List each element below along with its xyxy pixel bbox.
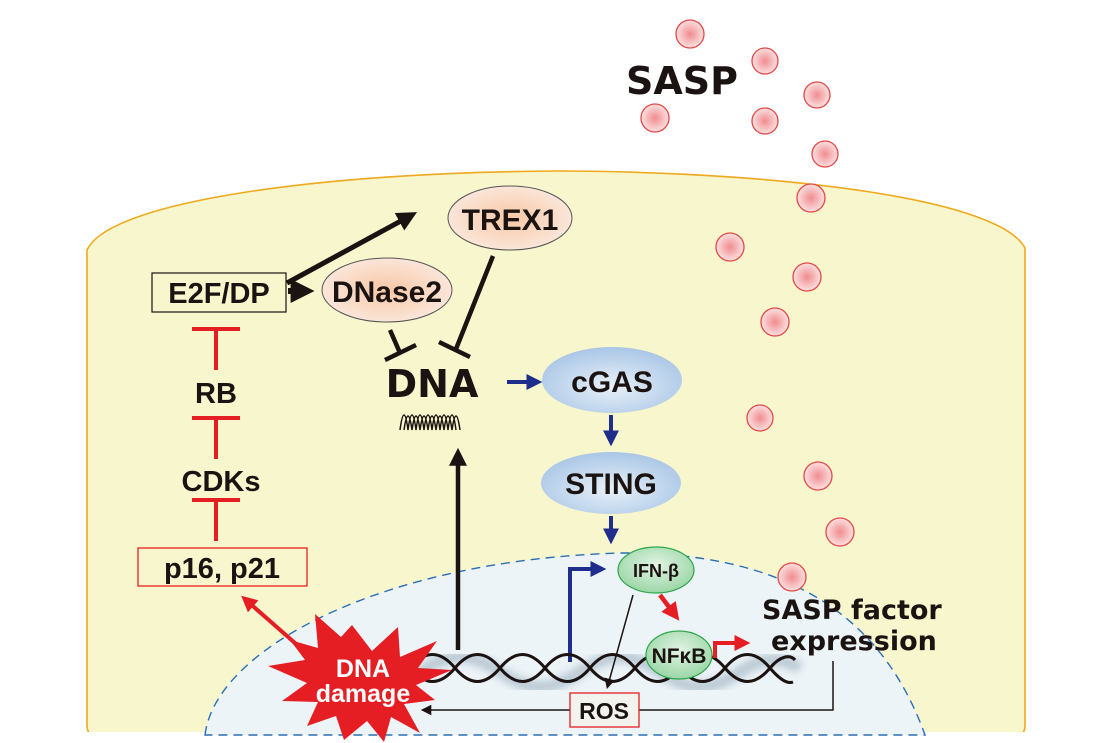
cgas-label: cGAS [571, 366, 653, 399]
sting-node [541, 452, 681, 514]
sasp-particle [715, 232, 745, 262]
sasp-particle [675, 19, 705, 49]
sasp-particle [777, 562, 807, 592]
sasp-particle [751, 47, 779, 75]
sasp-particle [760, 307, 790, 337]
dnase2-node [321, 257, 453, 323]
inhibit-dnase2-dna [384, 329, 417, 363]
trex1-node [447, 185, 573, 251]
cdks-label: CDKs [182, 466, 261, 498]
dna-damage-line2: damage [316, 680, 411, 708]
sasp-particle [825, 517, 855, 547]
rb-label: RB [195, 378, 237, 410]
arrow-transcription-ifnb [568, 561, 607, 662]
ros-label: ROS [579, 698, 629, 724]
p16-p21-label: p16, p21 [164, 553, 280, 585]
sasp-particle [746, 404, 774, 432]
nfkb-label: NFκB [652, 645, 707, 668]
arrow-ifnb-ros [604, 594, 634, 690]
trex1-label: TREX1 [462, 204, 559, 237]
dna-label: DNA [386, 362, 479, 406]
sasp-particle [803, 461, 833, 491]
arrow-ifnb-nfkb [658, 593, 680, 621]
e2f-label: E2F/DP [168, 278, 270, 310]
dnase2-label: DNase2 [332, 276, 442, 309]
cgas-node [542, 347, 682, 413]
sasp-factor-line1: SASP factor [762, 595, 942, 626]
ifnb-node [617, 546, 695, 594]
dna-helix-icon [399, 414, 461, 431]
ros-node [569, 692, 640, 728]
inhibit-trex1-dna [438, 255, 496, 360]
nfkb-node [645, 630, 713, 680]
sasp-particles [640, 19, 855, 592]
dna-damage-burst [268, 614, 452, 742]
sasp-particle [803, 81, 831, 109]
sasp-particle [811, 140, 839, 168]
arrow-nfkb-sasp [713, 635, 751, 658]
sting-label: STING [565, 468, 657, 501]
inhibit-cdks-rb [192, 416, 240, 459]
sasp-particle [751, 107, 779, 135]
inhibit-p16-cdks [192, 498, 240, 541]
inhibit-rb-e2f [192, 327, 240, 370]
sasp-factor-line2: expression [771, 626, 937, 657]
sasp-particle [796, 183, 826, 213]
e2f-node [151, 272, 287, 313]
feedback-sasp-to-damage [420, 661, 834, 716]
sasp-title: SASP [626, 59, 738, 103]
sasp-particle [640, 103, 670, 133]
arrow-e2f-trex1 [285, 212, 418, 286]
sasp-particle [792, 262, 822, 292]
ifnb-label: IFN-β [633, 561, 679, 581]
arrow-damage-p16 [241, 595, 322, 667]
dna-damage-line1: DNA [336, 655, 390, 683]
p16-p21-node [137, 547, 308, 587]
